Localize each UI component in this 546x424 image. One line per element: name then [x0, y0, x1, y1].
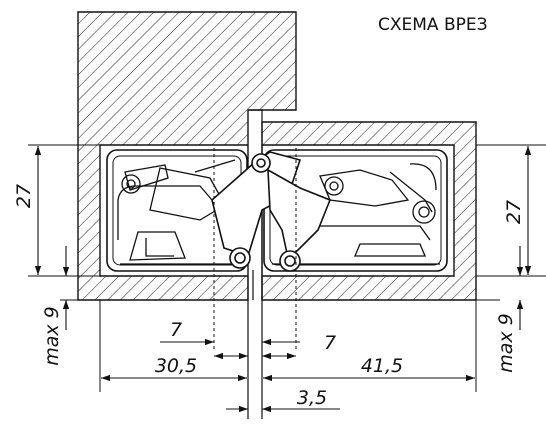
label-max-right: max 9 — [495, 313, 517, 373]
leaf-edge-line — [248, 109, 263, 300]
label-height-right: 27 — [503, 200, 525, 224]
label-leaf-gap: 3,5 — [297, 387, 327, 409]
extension-lines — [28, 144, 546, 392]
label-height-left: 27 — [13, 184, 35, 208]
label-max-left: max 9 — [41, 306, 63, 366]
label-width-left: 30,5 — [155, 355, 197, 377]
leaf-gap-lines — [247, 270, 263, 419]
center-linkage — [211, 151, 332, 272]
label-gap-left: 7 — [170, 319, 182, 341]
label-width-right: 41,5 — [361, 355, 403, 377]
dashed-axis-lines — [213, 148, 297, 350]
left-hinge-mechanism — [117, 159, 245, 265]
diagram-title: СХЕМА ВРЕЗ — [378, 15, 488, 35]
label-gap-right: 7 — [324, 332, 336, 354]
